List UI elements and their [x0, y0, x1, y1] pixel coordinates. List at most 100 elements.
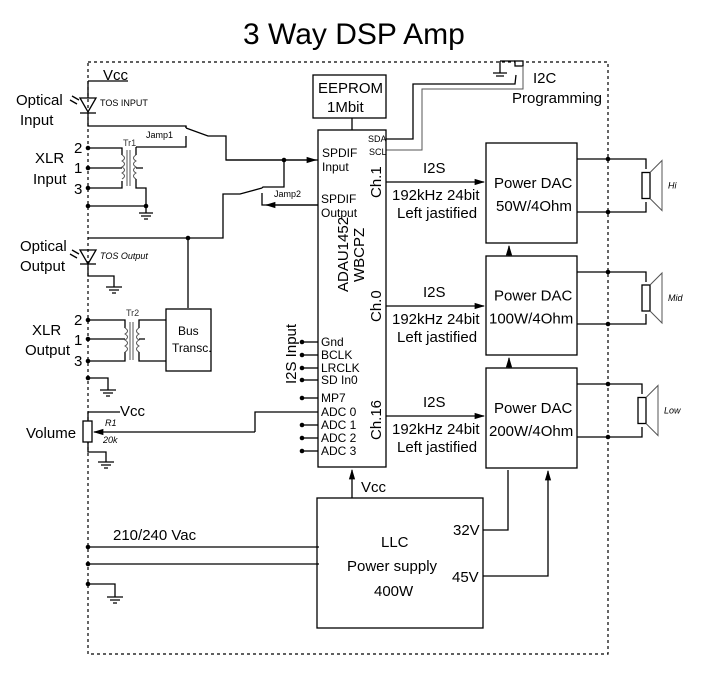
speaker-magnet-icon: [641, 284, 651, 312]
transformer-secondary-icon: [133, 154, 137, 180]
speaker-wire: [577, 158, 647, 213]
dsp-part-suffix: WBCPZ: [351, 228, 368, 282]
speaker-cone-icon: [645, 384, 659, 437]
power-dac-label: Power DAC: [494, 175, 573, 192]
power-dac-mid: Power DAC 100W/4Ohm Mid: [485, 244, 683, 356]
bus-transceiver: Bus Transc.: [165, 308, 212, 372]
speaker-magnet-icon: [637, 396, 647, 425]
power-dac-hi: Power DAC 50W/4Ohm Hi: [485, 142, 677, 244]
volume-label: Volume: [26, 425, 76, 442]
i2c-connector-icon: [514, 60, 524, 67]
dsp-pin-label: ADC 2: [321, 431, 357, 445]
bus-transceiver-label-2: Transc.: [172, 341, 212, 355]
ground-icon: [87, 442, 114, 469]
dsp-pin-label: LRCLK: [321, 361, 360, 375]
speaker-cone-icon: [649, 159, 663, 212]
i2s-input-label: I2S Input: [283, 323, 300, 384]
speaker-magnet-icon: [641, 171, 651, 200]
ground-icon: [87, 264, 122, 294]
r1-value-label: 20k: [102, 435, 118, 445]
power-dac-box: [485, 367, 578, 469]
dsp-pin-label: BCLK: [321, 348, 352, 362]
jamp2-label: Jamp2: [274, 189, 301, 199]
power-dac-rating: 50W/4Ohm: [496, 198, 572, 215]
speaker-cone-icon: [649, 271, 663, 325]
i2s-format-label: Left jastified: [397, 329, 477, 346]
speaker-label: Hi: [668, 181, 677, 191]
xlr-input-label: XLR: [35, 150, 64, 167]
dsp-part-number: ADAU1452: [335, 217, 352, 292]
power-dac-rating: 100W/4Ohm: [489, 311, 573, 328]
terminal-dot: [605, 269, 611, 275]
bus-transceiver-label: Bus: [178, 324, 199, 338]
i2s-rate-label: 192kHz 24bit: [392, 187, 480, 204]
speaker-label: Mid: [668, 293, 683, 303]
power-dac-label: Power DAC: [494, 288, 573, 305]
power-supply: LLC Power supply 400W 32V 45V Vcc 210/24…: [85, 468, 552, 629]
psu-32v-label: 32V: [453, 522, 480, 539]
psu-label: LLC: [381, 534, 409, 551]
tr1-label: Tr1: [123, 138, 136, 148]
i2s-label: I2S: [423, 394, 446, 411]
speaker-wire: [577, 383, 643, 438]
dsp-pin-label: ADC 0: [321, 405, 357, 419]
light-rays-icon: [69, 95, 80, 105]
terminal-dot: [605, 156, 611, 162]
ground-icon: [88, 583, 123, 604]
spdif-input-label: SPDIF: [322, 146, 357, 160]
power-dac-box: [485, 255, 578, 356]
speaker-label: Low: [664, 406, 681, 416]
i2s-rate-label: 192kHz 24bit: [392, 311, 480, 328]
i2s-rate-label: 192kHz 24bit: [392, 421, 480, 438]
terminal-dot: [605, 381, 611, 387]
diagram-title: 3 Way DSP Amp: [243, 18, 465, 51]
transformer-primary-icon: [124, 327, 128, 353]
xlr-output-label-2: Output: [25, 342, 71, 359]
r1-label: R1: [105, 418, 117, 428]
scl-pin-label: SCL: [369, 147, 387, 157]
speaker-wire: [577, 271, 647, 325]
vcc-label: Vcc: [103, 67, 129, 84]
volume-control: Volume Vcc R1 20k: [26, 403, 318, 469]
pin-1-label: 1: [74, 332, 82, 349]
terminal-dot: [605, 321, 611, 327]
pin-2-label: 2: [74, 140, 82, 157]
spdif-output-label: SPDIF: [321, 192, 356, 206]
light-rays-icon: [69, 249, 80, 259]
power-dac-rating: 200W/4Ohm: [489, 423, 573, 440]
i2s-format-label: Left jastified: [397, 205, 477, 222]
jamp1-label: Jamp1: [146, 130, 173, 140]
jumper-1: Jamp1: [136, 126, 318, 161]
pin-3-label: 3: [74, 181, 82, 198]
mains-label: 210/240 Vac: [113, 527, 197, 544]
eeprom: EEPROM 1Mbit: [312, 74, 387, 130]
vcc-label: Vcc: [120, 403, 146, 420]
terminal-dot: [605, 209, 611, 215]
i2s-label: I2S: [423, 160, 446, 177]
i2c-label: I2C: [533, 70, 557, 87]
channel-1-label: Ch.1: [368, 166, 385, 198]
enclosure-border: [87, 61, 609, 655]
optical-output-label-2: Output: [20, 258, 66, 275]
tos-output-label: TOS Output: [100, 251, 148, 261]
eeprom-label: EEPROM: [318, 80, 383, 97]
dsp-pin-label: Gnd: [321, 335, 344, 349]
xlr-output-label: XLR: [32, 322, 61, 339]
jumper-2: Jamp2: [88, 156, 318, 241]
i2c-programming: I2C Programming: [385, 60, 602, 151]
tr2-label: Tr2: [126, 308, 139, 318]
power-dac-box: [485, 142, 578, 244]
pin-1-label: 1: [74, 160, 82, 177]
power-dac-label: Power DAC: [494, 400, 573, 417]
i2c-programming-label: Programming: [512, 90, 602, 107]
pin-3-label: 3: [74, 353, 82, 370]
xlr-input: XLR Input 2 1 3 Tr1: [33, 138, 153, 220]
spdif-output-label-2: Output: [321, 206, 358, 220]
dsp-pin-label: MP7: [321, 391, 346, 405]
terminal-dot: [605, 434, 611, 440]
dsp-pin-label: ADC 1: [321, 418, 357, 432]
dsp-chip: SDA SCL SPDIF Input SPDIF Output ADAU145…: [283, 129, 387, 468]
i2s-label: I2S: [423, 284, 446, 301]
